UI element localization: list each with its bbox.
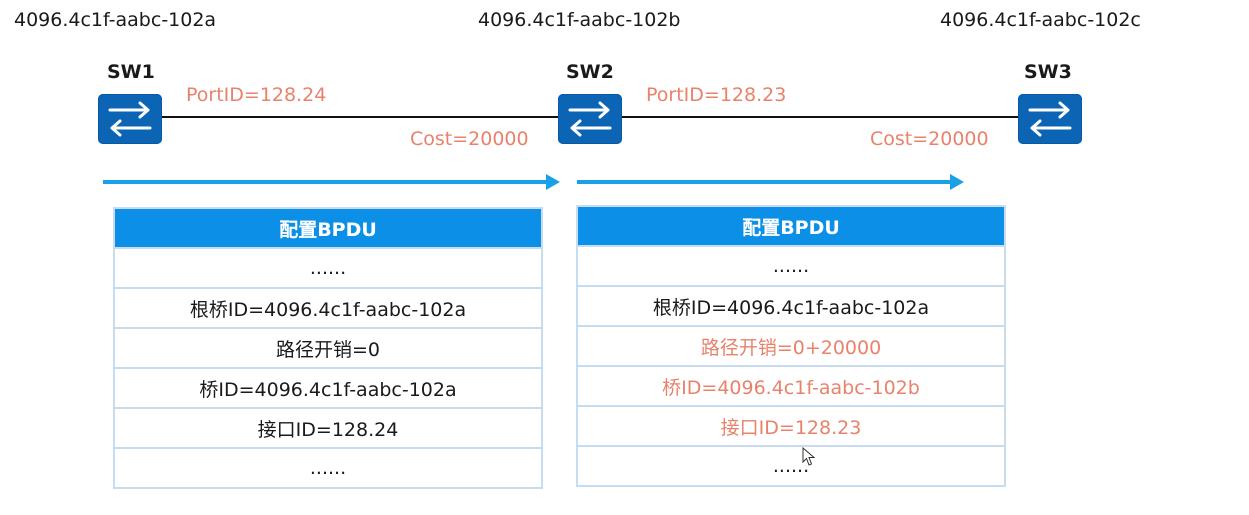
cost-label-1: Cost=20000 <box>410 128 529 150</box>
cost-label-2: Cost=20000 <box>870 128 989 150</box>
bpdu-header: 配置BPDU <box>576 205 1006 247</box>
bpdu-row-root-id: 根桥ID=4096.4c1f-aabc-102a <box>576 285 1006 327</box>
bpdu-row-path-cost: 路径开销=0 <box>113 327 543 369</box>
sw1-switch-icon[interactable] <box>98 94 162 144</box>
port-id-label-1: PortID=128.24 <box>186 84 327 106</box>
sw2-switch-icon[interactable] <box>558 94 622 144</box>
bpdu-flow-arrow-1 <box>103 180 547 184</box>
bpdu-row-bridge-id: 桥ID=4096.4c1f-aabc-102a <box>113 367 543 409</box>
sw2-name: SW2 <box>566 61 614 83</box>
bpdu-header: 配置BPDU <box>113 207 543 249</box>
sw1-name: SW1 <box>107 61 155 83</box>
bpdu-row-ellipsis: ...... <box>576 445 1006 487</box>
link-sw2-sw3 <box>622 116 1020 118</box>
sw3-switch-icon[interactable] <box>1018 94 1082 144</box>
bpdu-flow-arrow-2 <box>577 180 951 184</box>
mouse-cursor-icon <box>802 447 816 466</box>
bpdu-flow-arrowhead-1 <box>546 174 560 190</box>
bpdu-table-sw2: 配置BPDU ...... 根桥ID=4096.4c1f-aabc-102a 路… <box>576 205 1006 487</box>
bpdu-table-sw1: 配置BPDU ...... 根桥ID=4096.4c1f-aabc-102a 路… <box>113 207 543 489</box>
bpdu-row-port-id: 接口ID=128.23 <box>576 405 1006 447</box>
link-sw1-sw2 <box>162 116 560 118</box>
sw1-mac-label: 4096.4c1f-aabc-102a <box>14 9 217 31</box>
bpdu-row-path-cost: 路径开销=0+20000 <box>576 325 1006 367</box>
bpdu-row-root-id: 根桥ID=4096.4c1f-aabc-102a <box>113 287 543 329</box>
bpdu-row-port-id: 接口ID=128.24 <box>113 407 543 449</box>
bpdu-row-ellipsis: ...... <box>576 245 1006 287</box>
bpdu-flow-arrowhead-2 <box>950 174 964 190</box>
sw3-mac-label: 4096.4c1f-aabc-102c <box>940 9 1141 31</box>
sw2-mac-label: 4096.4c1f-aabc-102b <box>478 9 681 31</box>
bpdu-row-ellipsis: ...... <box>113 447 543 489</box>
bpdu-row-ellipsis: ...... <box>113 247 543 289</box>
bpdu-row-bridge-id: 桥ID=4096.4c1f-aabc-102b <box>576 365 1006 407</box>
sw3-name: SW3 <box>1024 61 1072 83</box>
port-id-label-2: PortID=128.23 <box>646 84 787 106</box>
